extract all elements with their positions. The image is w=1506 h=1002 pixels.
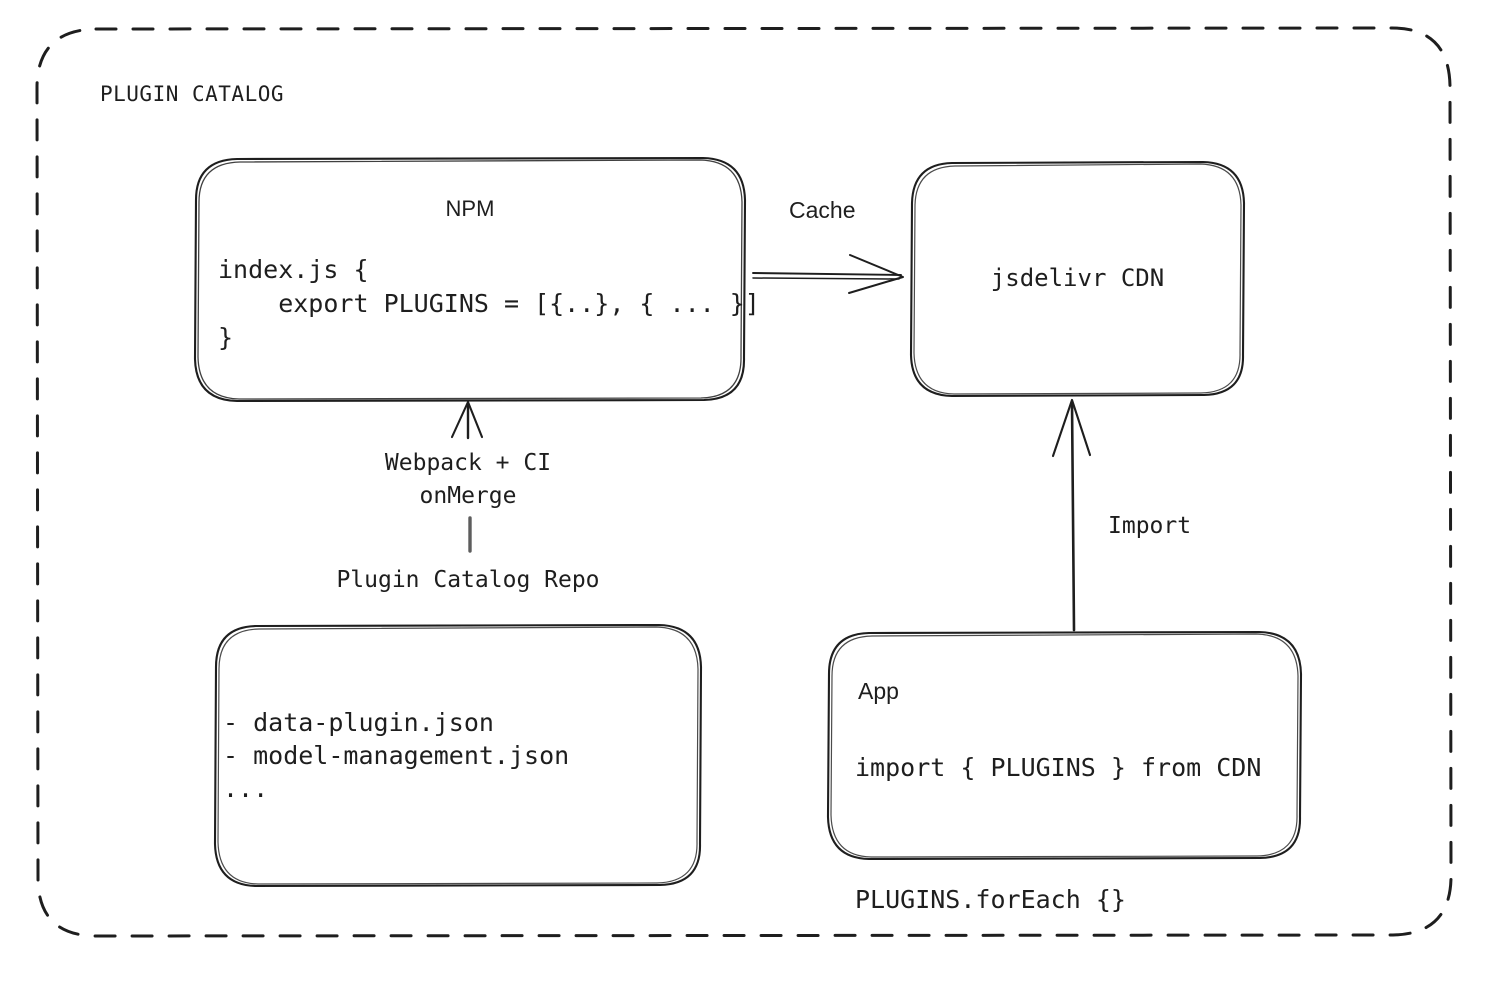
cache-edge-label: Cache [789,197,856,223]
cdn-node-title: jsdelivr CDN [990,264,1165,292]
npm-node-code: index.js { export PLUGINS = [{..}, { ...… [218,255,760,352]
build-edge-label: Webpack + CI onMerge [384,450,552,509]
npm-node-title: NPM [445,196,495,221]
app-node-code: import { PLUGINS } from CDN PLUGINS.forE… [855,753,1262,914]
cache-arrow [752,254,904,294]
app-node-title: App [858,678,899,704]
import-arrow [1051,398,1092,632]
repo-node-caption: Plugin Catalog Repo [336,567,600,593]
repo-node-files: - data-plugin.json - model-management.js… [223,708,570,803]
page-title: PLUGIN CATALOG [100,82,285,106]
import-edge-label: Import [1108,513,1192,539]
